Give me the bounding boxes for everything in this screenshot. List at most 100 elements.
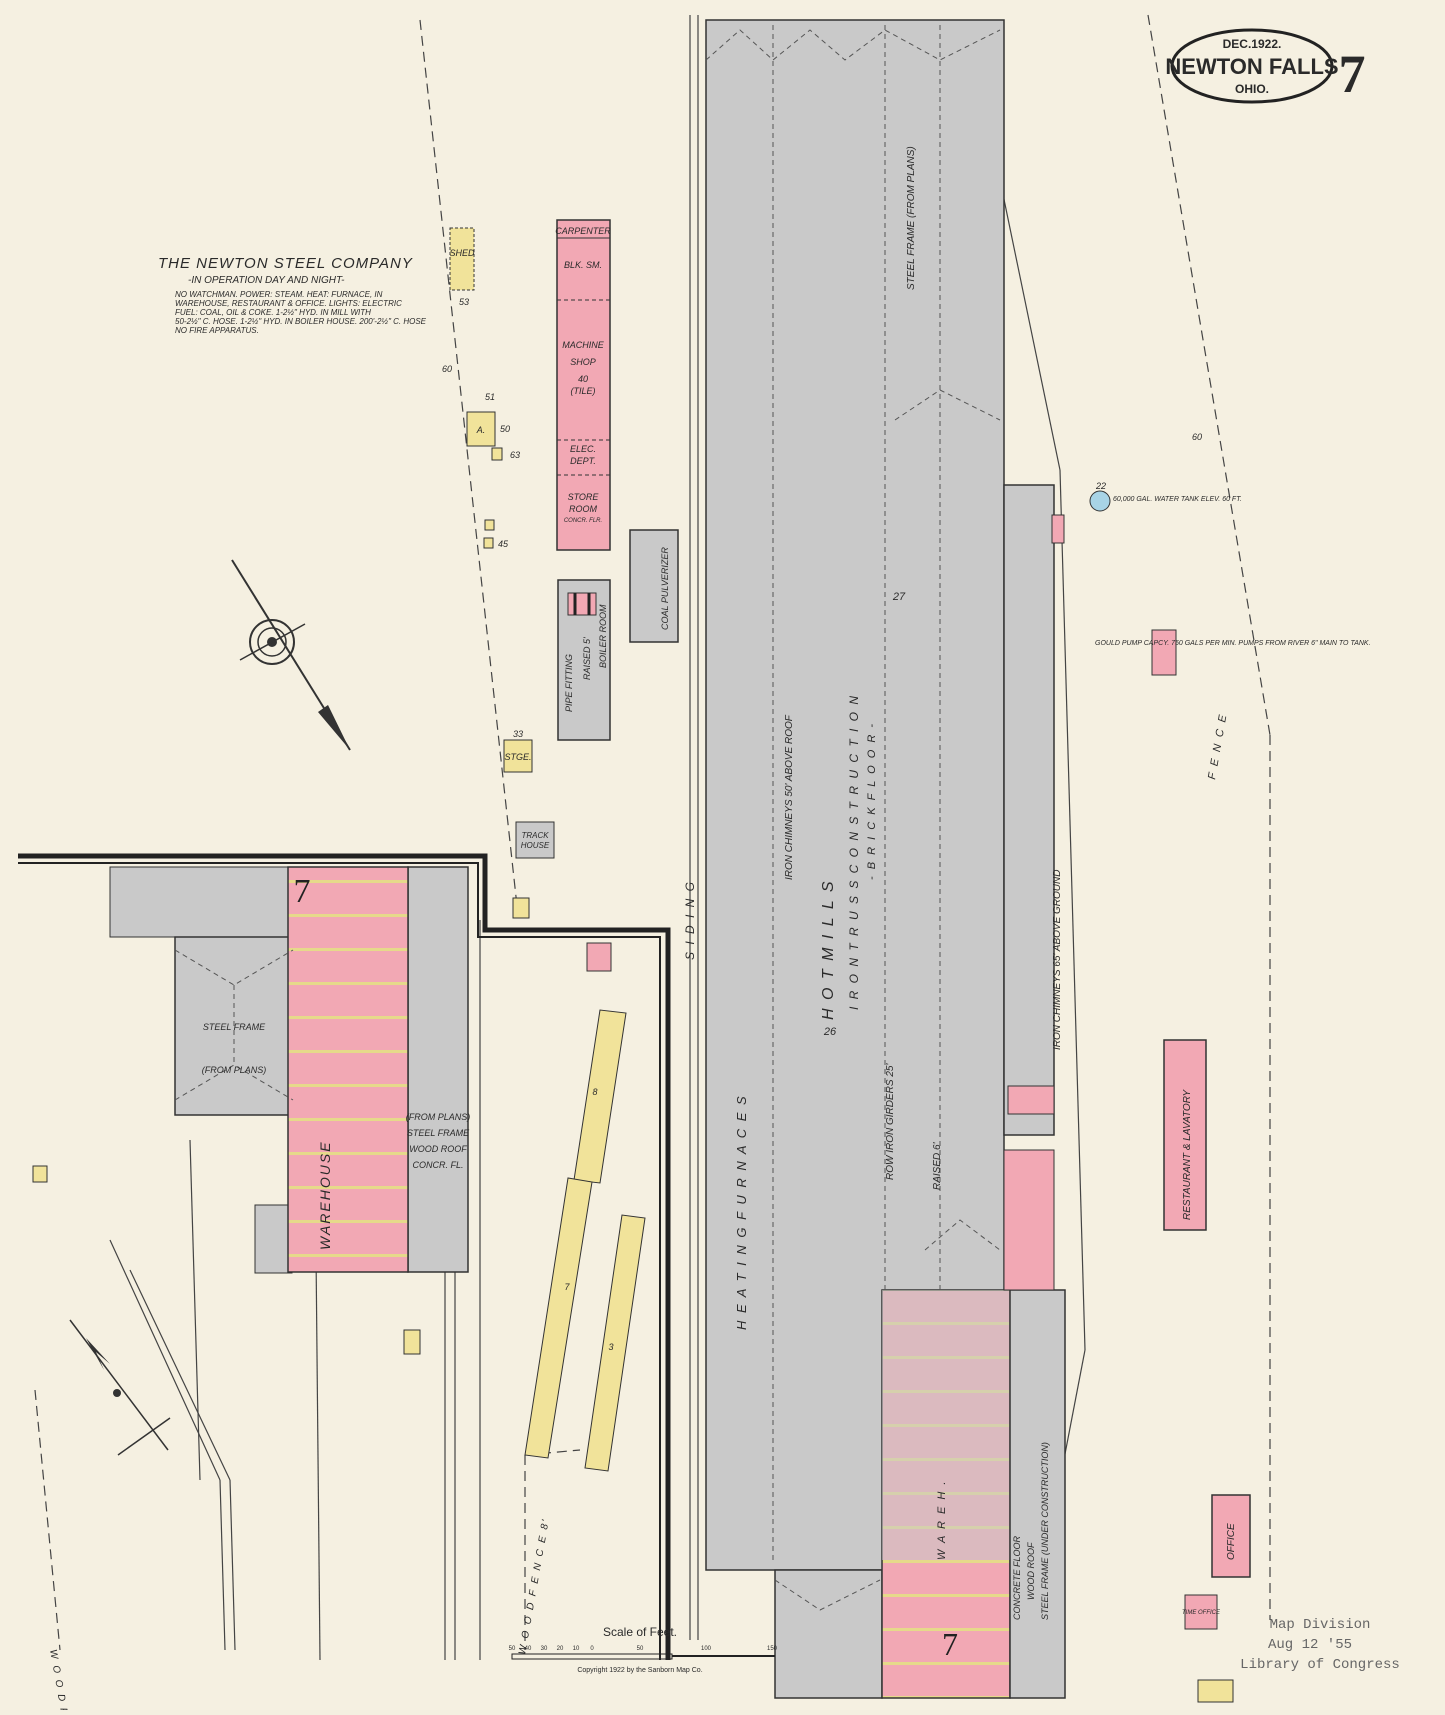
label-num3: 3 bbox=[608, 1342, 613, 1352]
warehouse-building: STEEL FRAME (FROM PLANS) WAREHOUSE (FROM… bbox=[109, 866, 471, 1274]
label-num63: 63 bbox=[510, 450, 520, 460]
label-store: STORE bbox=[568, 492, 600, 502]
label-num60-right: 60 bbox=[1192, 432, 1202, 442]
north-arrow bbox=[69, 1319, 171, 1456]
label-from-plans: (FROM PLANS) bbox=[202, 1065, 267, 1075]
company-name: THE NEWTON STEEL COMPANY bbox=[158, 255, 413, 272]
label-num40: 40 bbox=[578, 374, 588, 384]
label-heating-furnaces: H E A T I N G F U R N A C E S bbox=[734, 1094, 749, 1330]
hot-mills-labels: H E A T I N G F U R N A C E S H O T M I … bbox=[683, 146, 1063, 1662]
label-room: ROOM bbox=[569, 504, 598, 514]
label-gould-pump: GOULD PUMP CAPCY. 750 GALS PER MIN. PUMP… bbox=[1095, 640, 1371, 647]
label-warehouse-2: W A R E H . bbox=[936, 1480, 948, 1560]
label-iron-girders: ROW IRON GIRDERS 25' bbox=[885, 1063, 896, 1180]
company-note-4: 50-2½" C. HOSE. 1-2½" HYD. IN BOILER HOU… bbox=[175, 317, 427, 326]
stamp-line-3: Library of Congress bbox=[1240, 1657, 1400, 1673]
label-sheet-7-b: 7 bbox=[942, 1626, 958, 1662]
label-siding: S I D I N G bbox=[683, 880, 697, 960]
label-boiler-room: BOILER ROOM bbox=[598, 604, 608, 668]
label-sheet-7-a: 7 bbox=[294, 873, 311, 910]
machine-shop-building: CARPENTER BLK. SM. MACHINE SHOP 40 (TILE… bbox=[555, 219, 611, 551]
label-iron-truss: I R O N T R U S S C O N S T R U C T I O … bbox=[847, 694, 861, 1010]
label-wood-roof-2: WOOD ROOF bbox=[409, 1144, 467, 1154]
scale-tick-label: 20 bbox=[557, 1646, 564, 1652]
label-num53: 53 bbox=[459, 297, 469, 307]
label-stge: STGE. bbox=[504, 752, 531, 762]
company-subtitle: -IN OPERATION DAY AND NIGHT- bbox=[188, 275, 345, 286]
label-conc-flr: CONCR. FLR. bbox=[564, 518, 602, 524]
library-stamp: Map Division Aug 12 '55 Library of Congr… bbox=[1240, 1617, 1400, 1673]
company-notes: THE NEWTON STEEL COMPANY -IN OPERATION D… bbox=[158, 255, 427, 335]
label-restaurant: RESTAURANT & LAVATORY bbox=[1182, 1088, 1193, 1220]
label-num27: 27 bbox=[892, 591, 906, 603]
sheet-number: 7 bbox=[1339, 44, 1366, 104]
label-warehouse: WAREHOUSE bbox=[317, 1140, 333, 1250]
label-iron-chimneys-above: IRON CHIMNEYS 50' ABOVE ROOF bbox=[784, 714, 795, 880]
label-num60-left: 60 bbox=[442, 364, 452, 374]
title-date: DEC.1922. bbox=[1223, 37, 1282, 51]
label-raised6: RAISED 6' bbox=[932, 1141, 943, 1190]
scale-tick-label: 50 bbox=[637, 1646, 644, 1652]
label-dept: DEPT. bbox=[570, 456, 596, 466]
scale-tick-label: 150 bbox=[767, 1646, 778, 1652]
label-wood-roof-3: WOOD ROOF bbox=[1026, 1542, 1036, 1600]
label-water-tank: 60,000 GAL. WATER TANK ELEV. 60 FT. bbox=[1113, 496, 1242, 503]
stamp-line-2: Aug 12 '55 bbox=[1268, 1637, 1352, 1653]
label-conc-fl-2: CONCR. FL. bbox=[412, 1160, 463, 1170]
label-shed: SHED bbox=[449, 248, 475, 258]
scale-tick-label: 100 bbox=[701, 1646, 712, 1652]
label-track-house-2: HOUSE bbox=[521, 841, 550, 850]
stamp-line-1: Map Division bbox=[1270, 1617, 1371, 1633]
label-coal-pulverizer: COAL PULVERIZER bbox=[660, 547, 670, 630]
label-carpenter: CARPENTER bbox=[555, 226, 611, 236]
label-track-house: TRACK bbox=[521, 831, 549, 840]
label-steel-frame-2: STEEL FRAME bbox=[407, 1128, 470, 1138]
scale-tick-label: 0 bbox=[590, 1646, 594, 1652]
label-machine: MACHINE bbox=[562, 340, 604, 350]
boiler-room-building: PIPE FITTING RAISED 5' BOILER ROOM COAL … bbox=[557, 529, 679, 741]
label-shop: SHOP bbox=[570, 357, 596, 367]
label-num26: 26 bbox=[823, 1026, 837, 1038]
label-elec: ELEC. bbox=[570, 444, 596, 454]
label-scale: Scale of Feet. bbox=[603, 1625, 677, 1639]
company-note-3: FUEL: COAL, OIL & COKE. 1-2½" HYD. IN MI… bbox=[175, 308, 371, 317]
label-num45: 45 bbox=[498, 539, 509, 549]
label-steel-frame-uc: STEEL FRAME (UNDER CONSTRUCTION) bbox=[1040, 1442, 1050, 1620]
label-steel-frame: STEEL FRAME bbox=[203, 1022, 266, 1032]
label-steel-frame-plans: STEEL FRAME (FROM PLANS) bbox=[906, 146, 917, 290]
hot-mills-building bbox=[705, 19, 1066, 1699]
company-note-2: WAREHOUSE, RESTAURANT & OFFICE. LIGHTS: … bbox=[175, 299, 402, 308]
label-num22: 22 bbox=[1095, 481, 1106, 491]
company-note-1: NO WATCHMAN. POWER: STEAM. HEAT: FURNACE… bbox=[175, 290, 383, 299]
label-from-plans-2: (FROM PLANS) bbox=[406, 1112, 471, 1122]
title-oval bbox=[1170, 28, 1334, 104]
label-num51: 51 bbox=[485, 392, 495, 402]
title-city: NEWTON FALLS bbox=[1165, 54, 1338, 79]
label-time-office: TIME OFFICE bbox=[1182, 1610, 1221, 1616]
label-office: OFFICE bbox=[1226, 1523, 1237, 1560]
compass-rose bbox=[231, 559, 351, 751]
title-block: DEC.1922. NEWTON FALLS OHIO. 7 bbox=[1165, 28, 1366, 104]
scale-tick-label: 10 bbox=[573, 1646, 580, 1652]
title-state: OHIO. bbox=[1235, 82, 1269, 96]
label-num8: 8 bbox=[592, 1087, 597, 1097]
right-side-structures: 22 60,000 GAL. WATER TANK ELEV. 60 FT. G… bbox=[1007, 481, 1371, 1703]
label-brick-floor: - B R I C K F L O O R - bbox=[866, 722, 878, 880]
label-num7-shed: 7 bbox=[564, 1282, 570, 1292]
scale-tick-label: 30 bbox=[541, 1646, 548, 1652]
scale-tick-label: 40 bbox=[525, 1646, 532, 1652]
frame-sheds: 8 7 3 bbox=[32, 942, 646, 1472]
label-raised5: RAISED 5' bbox=[582, 637, 592, 680]
scale-tick-label: 50 bbox=[509, 1646, 516, 1652]
label-num50: 50 bbox=[500, 424, 510, 434]
label-copyright: Copyright 1922 by the Sanborn Map Co. bbox=[577, 1667, 702, 1674]
label-iron-chimneys-ground: IRON CHIMNEYS 65' ABOVE GROUND bbox=[1052, 870, 1063, 1050]
label-blk-sm: BLK. SM. bbox=[564, 260, 602, 270]
small-sheds: SHED 53 A. 51 50 63 45 STGE. 33 TRACK HO… bbox=[449, 227, 555, 919]
label-concrete-floor: CONCRETE FLOOR bbox=[1012, 1535, 1022, 1620]
label-pipe-fitting: PIPE FITTING bbox=[564, 654, 574, 712]
